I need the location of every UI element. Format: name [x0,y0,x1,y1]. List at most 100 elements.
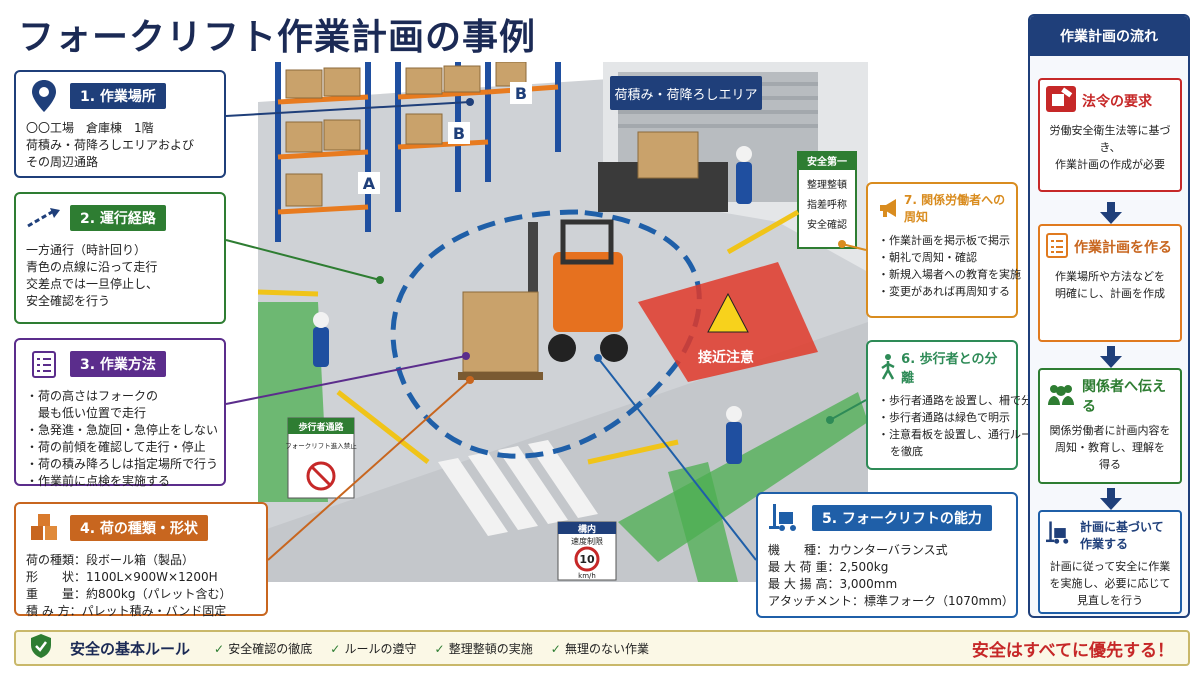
card-line: 荷の積み降ろしは指定場所で行う [26,456,218,473]
flow-step-line: 得る [1099,458,1121,471]
card-work-method: 3. 作業方法 荷の高さはフォークの 最も低い位置で走行 急発進・急旋回・急停止… [14,338,226,488]
arrow-down-icon [1100,488,1122,510]
card-line: 注意看板を設置し、通行ルール [878,426,1043,443]
warning-area-text: 接近注意 [698,349,754,366]
speed-sign-title: 構内 [578,523,596,535]
flow-step-line: 労働安全衛生法等に基づき、 [1049,124,1171,154]
forklift [458,219,628,380]
card-line: 重 量：約800kg（パレット含む） [26,587,232,601]
safety-rules-title: 安全の基本ルール [70,639,191,658]
flow-step-line: 見直しを行う [1077,594,1143,607]
card-line: 歩行者通路は緑色で明示 [878,409,1010,426]
speed-limit-value: 10 [579,553,595,566]
flow-step-line: 作業場所や方法などを [1055,270,1165,283]
card-line: 新規入場者への教育を実施 [878,266,1021,283]
flow-step-create-plan: 作業計画を作る 作業場所や方法などを 明確にし、計画を作成 [1038,224,1182,342]
card-line: 最も低い位置で走行 [38,406,147,420]
flow-step-title: 計画に基づいて作業する [1080,520,1164,551]
map-pin-icon [26,78,62,114]
safety-rule: ルールの遵守 [330,640,417,657]
safety-rules-bar: 安全の基本ルール 安全確認の徹底 ルールの遵守 整理整頓の実施 無理のない作業 … [14,630,1190,666]
flow-step-title: 法令の要求 [1082,94,1152,110]
card-load-type: 4. 荷の種類・形状 荷の種類：段ボール箱（製品） 形 状：1100L×900W… [14,502,268,618]
arrow-down-icon [1100,346,1122,368]
flow-step-line: 明確にし、計画を作成 [1055,287,1165,300]
safety-board-title: 安全第一 [807,155,847,168]
flow-step-line: 計画に従って安全に作業 [1049,560,1171,573]
card-line: 一方通行（時計回り） [26,243,147,257]
card-route: 2. 運行経路 一方通行（時計回り） 青色の点線に沿って走行 交差点では一旦停止… [14,192,226,324]
pedestrian-icon [878,349,897,385]
card-line: 変更があれば再周知する [878,283,1010,300]
zone-sign-text: 荷積み・荷降ろしエリア [614,88,757,103]
checklist-icon [1046,232,1068,262]
speed-limit-unit: km/h [578,572,596,580]
speed-sign-subtitle: 速度制限 [571,536,603,546]
boxes-icon [26,510,62,546]
card-title: 3. 作業方法 [70,351,166,377]
forklift-icon [768,500,804,536]
group-icon [1046,383,1076,409]
card-line: 形 状：1100L×900W×1200H [26,570,218,584]
card-title: 7. 関係労働者への周知 [904,193,1006,224]
pedestrian-sign-text: フォークリフト進入禁止 [285,441,357,450]
card-line: 最 大 荷 重：2,500kg [768,560,889,574]
flow-title: 作業計画の流れ [1030,16,1188,56]
shield-check-icon [30,634,52,662]
card-title: 4. 荷の種類・形状 [70,515,208,541]
card-line: 荷積み・荷降ろしエリアおよび [26,138,195,152]
card-line: 機 種：カウンターバランス式 [768,543,948,557]
card-title: 1. 作業場所 [70,83,166,109]
card-line: 荷の高さはフォークの [26,388,214,405]
card-line: アタッチメント：標準フォーク（1070mm） [768,594,1014,608]
card-line: 青色の点線に沿って走行 [26,260,158,274]
card-work-location: 1. 作業場所 〇〇工場 倉庫棟 1階 荷積み・荷降ろしエリアおよび その周辺通… [14,70,226,178]
card-line: 最 大 揚 高：3,000mm [768,577,898,591]
flow-step-communicate: 関係者へ伝える 関係労働者に計画内容を 周知・教育し、理解を 得る [1038,368,1182,484]
flow-step-line: を実施し、必要に応じて [1049,577,1171,590]
arrow-down-icon [1100,202,1122,224]
card-line: 歩行者通路を設置し、柵で分離 [878,392,1043,409]
flow-step-law: 法令の要求 労働安全衛生法等に基づき、 作業計画の作成が必要 [1038,78,1182,192]
rack-label-b: B [453,124,465,143]
flow-step-title: 関係者へ伝える [1082,379,1166,415]
rack-label-a: A [363,174,376,193]
card-title: 5. フォークリフトの能力 [812,505,992,531]
card-line: 荷の種類：段ボール箱（製品） [26,553,195,567]
card-line: その周辺通路 [26,155,99,169]
card-title: 6. 歩行者との分離 [901,352,998,386]
flow-step-line: 作業計画の作成が必要 [1055,158,1165,171]
megaphone-icon [878,190,900,226]
card-line: 朝礼で周知・確認 [878,249,1006,266]
card-line: 積 み 方：パレット積み・バンド固定 [26,604,227,618]
card-line: 交差点では一旦停止し、 [26,277,159,291]
safety-rule: 整理整頓の実施 [435,640,533,657]
safety-slogan: 安全はすべてに優先する！ [971,640,1174,661]
card-title: 2. 運行経路 [70,205,166,231]
safety-board-item: 安全確認 [807,218,847,231]
card-worker-notification: 7. 関係労働者への周知 作業計画を掲示板で掲示 朝礼で周知・確認 新規入場者へ… [866,182,1021,318]
card-line: 急発進・急旋回・急停止をしない [26,422,218,439]
card-line: 〇〇工場 倉庫棟 1階 [26,121,154,135]
flow-step-line: 周知・教育し、理解を [1055,441,1165,454]
dashed-arrow-icon [26,200,62,236]
card-line: 荷の前傾を確認して走行・停止 [26,439,214,456]
card-line: 安全確認を行う [26,294,111,308]
safety-board-item: 整理整頓 [807,178,847,191]
checklist-icon [26,346,62,382]
flow-panel: 作業計画の流れ 法令の要求 労働安全衛生法等に基づき、 作業計画の作成が必要 作… [1028,14,1190,618]
page-title: フォークリフト作業計画の事例 [18,17,537,58]
card-line: 作業前に点検を実施する [26,473,214,490]
safety-rule: 無理のない作業 [551,640,649,657]
forklift-icon [1046,521,1074,549]
card-line: を徹底 [890,445,923,458]
safety-rule: 安全確認の徹底 [214,640,312,657]
rack-label-b-2: B [515,84,527,103]
pedestrian-sign-title: 歩行者通路 [298,421,344,433]
card-line: 作業計画を掲示板で掲示 [878,232,1010,249]
card-forklift-capacity: 5. フォークリフトの能力 機 種：カウンターバランス式 最 大 荷 重：2,5… [756,492,1018,618]
gavel-book-icon [1046,86,1076,116]
flow-step-execute: 計画に基づいて作業する 計画に従って安全に作業 を実施し、必要に応じて 見直しを… [1038,510,1182,614]
flow-step-line: 関係労働者に計画内容を [1049,424,1171,437]
safety-board-item: 指差呼称 [807,198,847,211]
